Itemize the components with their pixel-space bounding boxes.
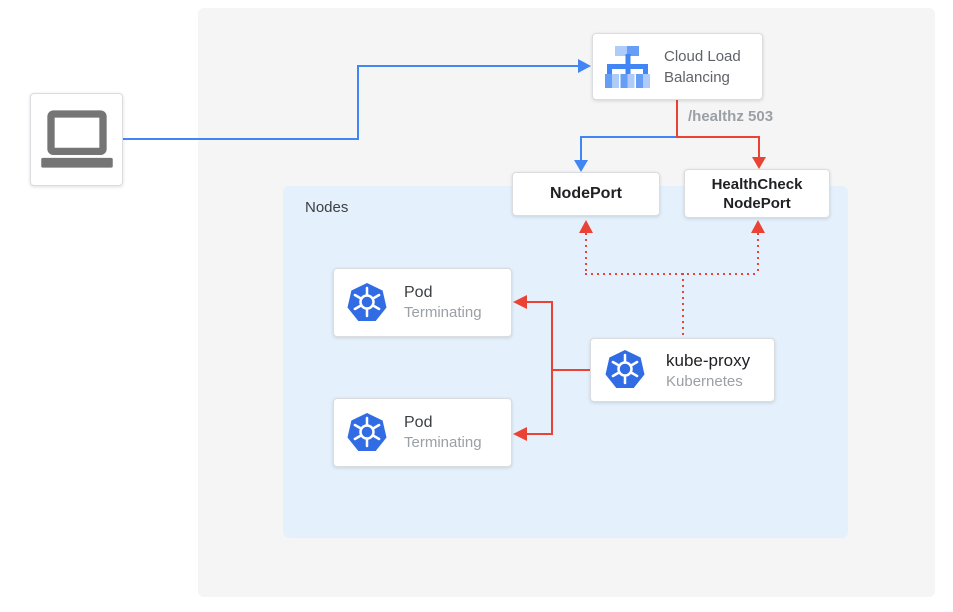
kube-proxy-label: kube-proxy Kubernetes [666,350,751,390]
kubernetes-icon [605,350,645,388]
client-to-lb-connector [357,65,578,67]
kube-proxy-subtitle: Kubernetes [666,372,743,390]
kube-proxy-to-healthcheck-connector [757,233,759,275]
kubernetes-icon [347,282,387,321]
lb-to-healthcheck-connector [758,136,760,157]
laptop-icon [40,109,113,168]
arrowhead-into-load-balancer [578,59,591,73]
arrowhead-into-healthcheck-bottom [751,220,765,233]
lb-to-nodeport-connector [580,136,582,160]
arrowhead-into-nodeport-bottom [579,220,593,233]
kube-proxy-dotted-connector [682,273,684,338]
arrowhead-into-pod2 [513,427,527,441]
pod-card: Pod Terminating [333,398,512,467]
pod-label: Pod Terminating [404,414,482,451]
kube-proxy-to-pod2-connector [527,433,553,435]
client-to-lb-connector [357,65,359,140]
kube-proxy-to-pods-connector [551,301,553,435]
healthcheck-nodeport-card: HealthCheck NodePort [684,169,830,218]
load-balancer-label: Cloud Load Balancing [664,47,741,86]
nodes-panel-label: Nodes [305,199,349,216]
healthcheck-label: HealthCheck [711,175,803,193]
cloud-load-balancing-icon [605,45,650,88]
lb-health-connector [676,100,678,138]
kube-proxy-to-nodeport-connector [585,233,587,275]
nodeport-card: NodePort [512,172,660,216]
kube-proxy-dotted-connector [585,273,759,275]
pod-status: Terminating [404,434,482,451]
client-to-lb-connector [123,138,357,140]
pod-label: Pod Terminating [404,284,482,321]
lb-to-healthcheck-connector [676,136,760,138]
pod-card: Pod Terminating [333,268,512,337]
nodeport-label: NodePort [550,185,622,202]
kube-proxy-to-pod1-connector [527,301,553,303]
pod-status: Terminating [404,304,482,321]
cloud-load-balancing-card: Cloud Load Balancing [592,33,763,100]
healthcheck-label: NodePort [723,194,791,212]
arrowhead-into-nodeport [574,160,588,172]
kubernetes-icon [347,412,387,451]
lb-to-nodeport-connector [580,136,677,138]
healthz-status-label: /healthz 503 [688,108,774,125]
arrowhead-into-pod1 [513,295,527,309]
client-card [30,93,123,186]
kube-proxy-card: kube-proxy Kubernetes [590,338,775,402]
arrowhead-into-healthcheck-nodeport [752,157,766,169]
kube-proxy-to-pods-connector [552,369,590,371]
